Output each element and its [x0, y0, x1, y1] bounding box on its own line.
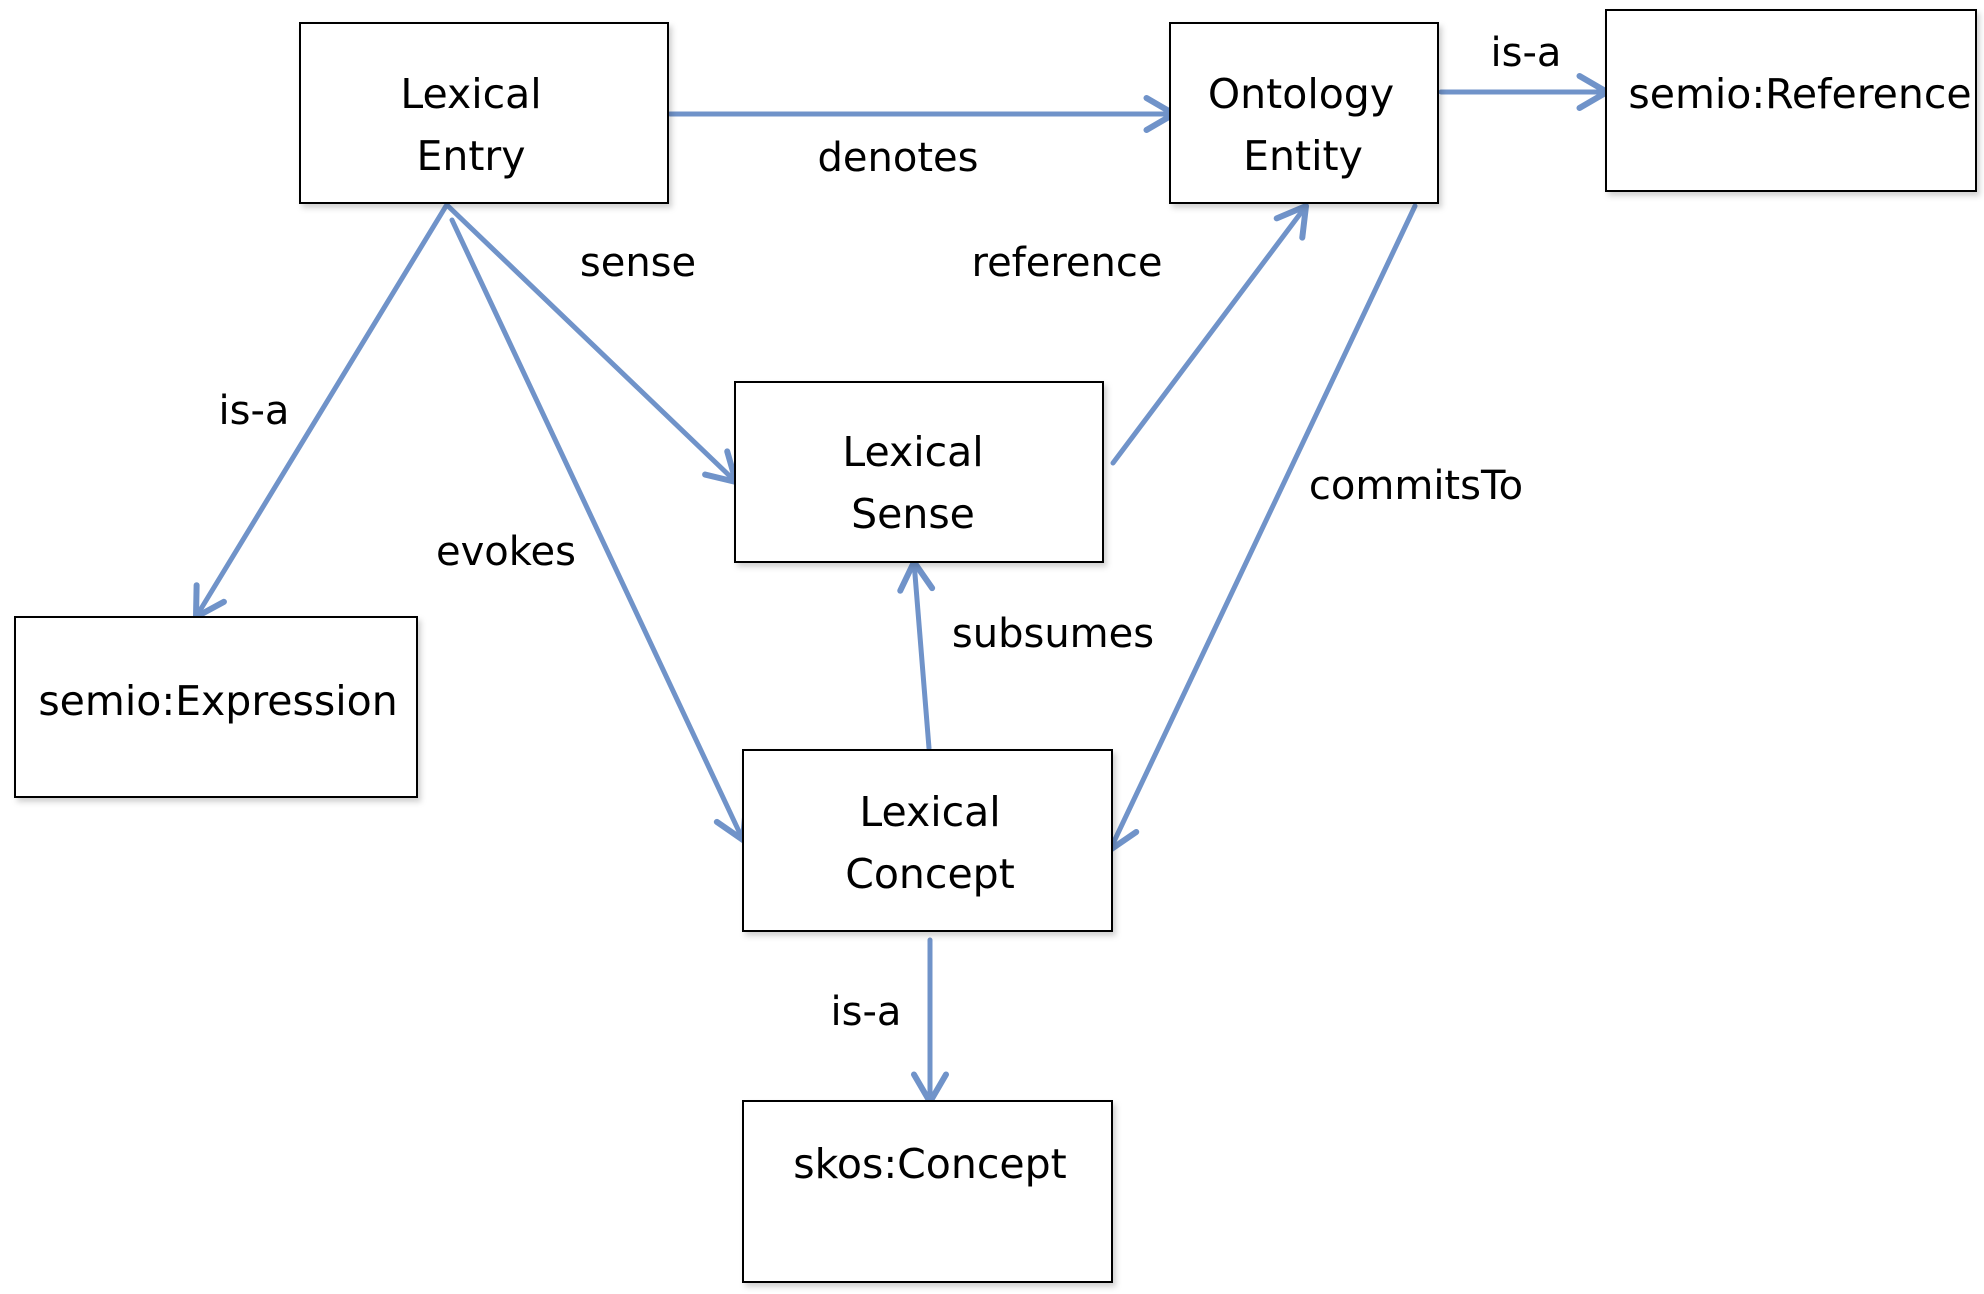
- node-label-line: Entity: [1243, 132, 1363, 180]
- edge-label-evokes: evokes: [436, 529, 576, 575]
- edge-label-is-a-reference: is-a: [1491, 30, 1562, 76]
- node-label-line: Entry: [416, 132, 525, 180]
- edge-label-is-a-expression: is-a: [219, 388, 290, 434]
- edge-label-denotes: denotes: [818, 135, 979, 181]
- node-semio-expression[interactable]: semio:Expression: [14, 616, 418, 798]
- edge-commits-to: [1104, 203, 1418, 853]
- edge-subsumes: [897, 559, 936, 751]
- edge-reference: [1110, 203, 1309, 466]
- node-label-line: Sense: [851, 490, 975, 538]
- edge-label-sense: sense: [580, 240, 696, 286]
- node-ontology-entity[interactable]: Ontology Entity: [1169, 22, 1439, 204]
- edge-label-reference: reference: [972, 240, 1163, 286]
- node-label-line: Lexical: [400, 70, 541, 118]
- node-lexical-concept[interactable]: Lexical Concept: [742, 749, 1113, 932]
- node-semio-reference[interactable]: semio:Reference: [1605, 9, 1977, 192]
- node-label-line: semio:Reference: [1628, 70, 1971, 118]
- node-label-line: Lexical: [842, 428, 983, 476]
- node-label-line: Lexical: [859, 788, 1000, 836]
- node-label-line: Concept: [845, 850, 1015, 898]
- node-label-line: semio:Expression: [38, 677, 397, 725]
- edges: [193, 73, 1610, 1105]
- edge-evokes: [449, 217, 749, 843]
- edge-label-subsumes: subsumes: [952, 611, 1154, 657]
- node-label-line: skos:Concept: [793, 1140, 1066, 1188]
- edge-labels: denotes is-a sense reference is-a evokes…: [219, 30, 1562, 1035]
- edge-sense: [445, 203, 739, 485]
- edge-label-is-a-skos: is-a: [831, 989, 902, 1035]
- node-lexical-sense[interactable]: Lexical Sense: [734, 381, 1104, 563]
- edge-is-a-expression: [193, 203, 449, 620]
- node-lexical-entry[interactable]: Lexical Entry: [299, 22, 669, 204]
- node-label-line: Ontology: [1208, 70, 1394, 118]
- edge-label-commits-to: commitsTo: [1309, 463, 1523, 509]
- node-skos-concept[interactable]: skos:Concept: [742, 1100, 1113, 1283]
